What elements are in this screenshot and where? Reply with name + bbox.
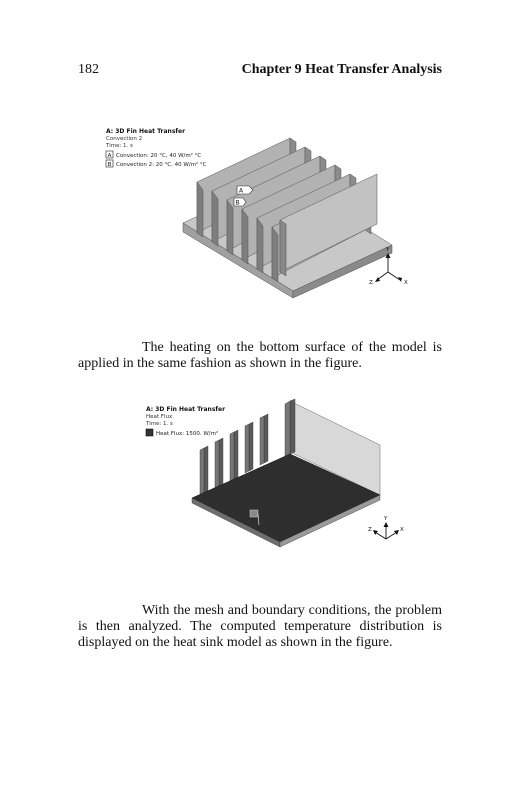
fig1-legend-label-a: Convection: 20 °C, 40 W/m² °C (116, 152, 201, 159)
paragraph-bottom-heating: The heating on the bottom surface of the… (78, 340, 442, 371)
page-number: 182 (78, 62, 99, 77)
figure-heat-sink-convection: A: 3D Fin Heat Transfer Convection 2 Tim… (105, 128, 408, 299)
figure-heat-sink-heat-flux: A: 3D Fin Heat Transfer Heat Flux Time: … (145, 398, 404, 548)
fig1-callout-a: A (236, 185, 254, 195)
fig1-heat-sink-model (182, 137, 393, 299)
paragraph-analysis: With the mesh and boundary conditions, t… (78, 603, 442, 650)
fig2-fin (259, 413, 269, 466)
fig2-time: Time: 1. s (145, 421, 173, 427)
fig2-bottom-edge-right (279, 494, 381, 548)
fig2-legend-marker (145, 428, 154, 437)
fig1-legend-marker-b (105, 159, 114, 168)
fig1-legend: A Convection: 20 °C, 40 W/m² °C B Convec… (105, 150, 207, 168)
fig1-subtitle: Convection 2 (106, 136, 142, 142)
svg-text:B: B (236, 200, 240, 207)
fig1-axis-x-label: X (404, 280, 408, 286)
fig1-fin-front (279, 173, 378, 277)
fig1-legend-marker-a-letter: A (108, 153, 112, 159)
fig2-axis-z-label: Z (368, 527, 372, 533)
fig2-fin (214, 437, 224, 490)
fig1-axis-z-label: Z (369, 280, 373, 286)
chapter-title: Chapter 9 Heat Transfer Analysis (241, 62, 442, 77)
fig2-axis-triad: Y X Z (368, 516, 404, 540)
fig1-callout-b: B (233, 197, 247, 207)
fig1-base-right (292, 244, 393, 299)
fig1-legend-marker-b-letter: B (108, 162, 112, 168)
fig2-title: A: 3D Fin Heat Transfer (146, 406, 225, 413)
fig2-fin (199, 445, 209, 498)
svg-text:A: A (239, 188, 244, 195)
fig2-axis-y-label: Y (383, 516, 388, 522)
fig2-fin (244, 421, 254, 474)
fig1-time: Time: 1. s (105, 143, 133, 149)
fig2-legend: Heat Flux: 1500. W/m² (145, 428, 218, 437)
fig1-axis-triad: Y X Z (369, 247, 408, 286)
fig1-axis-y-label: Y (385, 247, 390, 253)
fig1-title: A: 3D Fin Heat Transfer (106, 128, 185, 135)
fig2-fin (229, 429, 239, 482)
fig2-legend-label: Heat Flux: 1500. W/m² (156, 430, 218, 437)
fig1-legend-marker-a (105, 150, 114, 159)
fig2-heat-flux-marker (249, 509, 260, 526)
fig2-axis-x-label: X (400, 527, 404, 533)
fig2-subtitle: Heat Flux (146, 414, 173, 420)
page-header: 182 Chapter 9 Heat Transfer Analysis (78, 62, 442, 80)
fig2-heat-sink-model (191, 398, 381, 548)
fig1-legend-label-b: Convection 2: 20 °C, 40 W/m² °C (116, 161, 207, 168)
fig2-fin (284, 398, 296, 458)
